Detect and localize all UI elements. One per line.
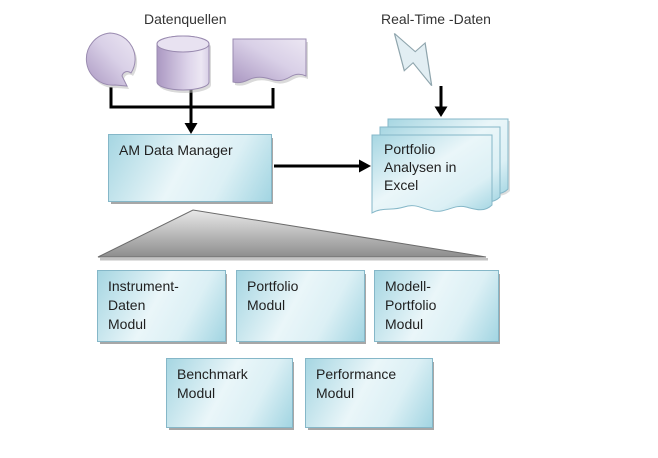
node-am-data-manager: AM Data Manager <box>108 134 272 202</box>
node-benchmark-modul: Benchmark Modul <box>166 358 293 428</box>
node-performance-modul: Performance Modul <box>305 358 433 428</box>
node-instrument-daten-modul: Instrument- Daten Modul <box>97 270 226 342</box>
triangle-shadow <box>100 258 488 261</box>
document-stack-icon <box>371 118 510 214</box>
node-modell-portfolio-modul: Modell- Portfolio Modul <box>374 270 499 342</box>
label-realtime-daten: Real-Time -Daten <box>381 11 491 27</box>
label-datenquellen: Datenquellen <box>144 11 227 27</box>
lightning-icon <box>393 33 433 86</box>
node-portfolio-analysen-excel: Portfolio Analysen in Excel <box>384 141 457 193</box>
arrowhead-right-icon <box>359 159 371 173</box>
database-cylinder-icon <box>156 35 211 93</box>
arrowhead-down-icon <box>184 123 198 134</box>
document-icon <box>232 38 308 86</box>
storage-ball-icon <box>85 32 138 89</box>
node-portfolio-modul: Portfolio Modul <box>236 270 365 342</box>
